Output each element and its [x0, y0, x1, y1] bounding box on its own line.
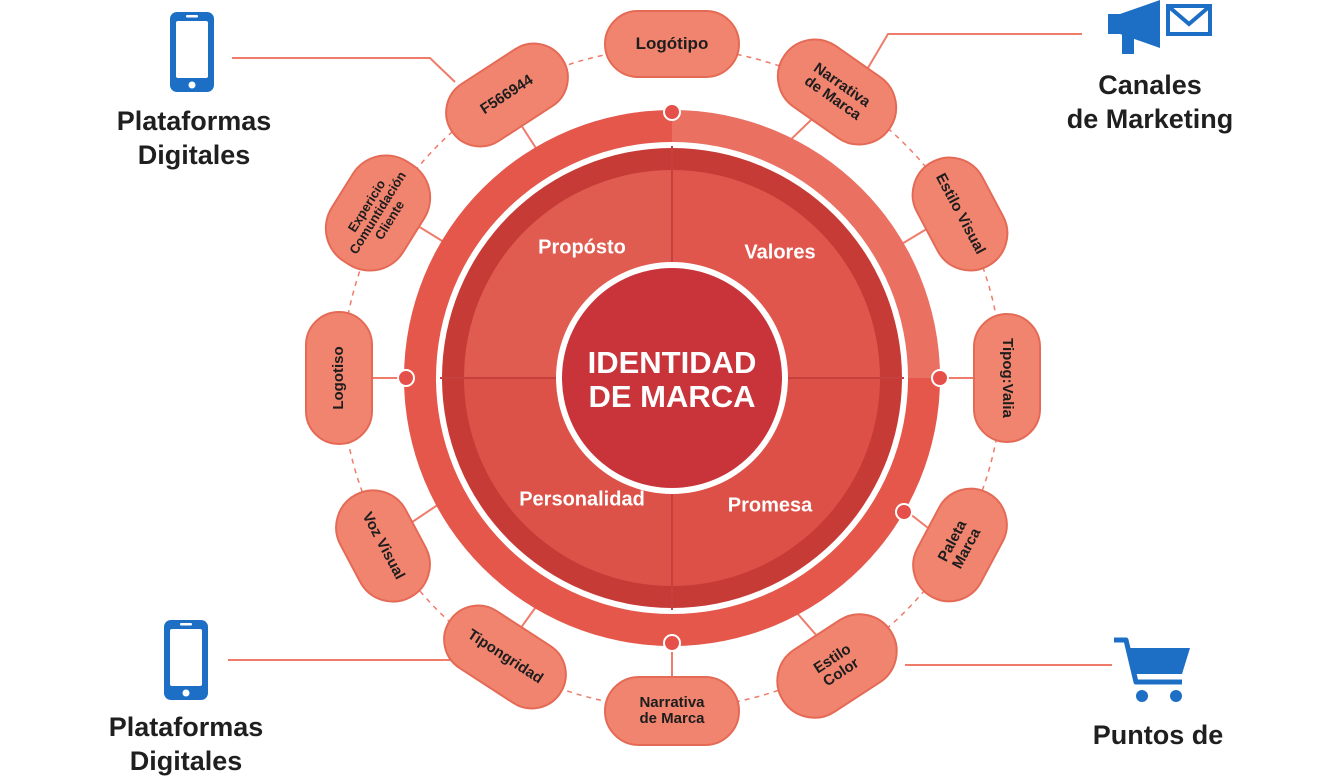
- corner-label-puntos: Puntos de: [1092, 720, 1224, 750]
- megaphone-icon: [1108, 0, 1212, 54]
- smartphone-icon: [170, 12, 214, 92]
- pill-narrativa-bottom: Narrativa de Marca: [604, 676, 740, 746]
- shopping-cart-icon: [1114, 637, 1190, 702]
- corner-label-plataformas-bottom: Plataformas Digitales: [108, 712, 264, 776]
- center-circle: [562, 268, 782, 488]
- quadrant-label-proposito: Propósto: [538, 236, 626, 259]
- corner-label-canales: Canales de Marketing: [1066, 70, 1234, 134]
- quadrant-label-personalidad: Personalidad: [519, 488, 645, 511]
- pill-logotiso-left: Logotiso: [305, 311, 373, 445]
- smartphone-icon-bottom: [164, 620, 208, 700]
- quadrant-label-valores: Valores: [744, 241, 816, 264]
- quadrant-label-promesa: Promesa: [727, 494, 813, 517]
- corner-label-plataformas-top: Plataformas Digitales: [116, 106, 272, 170]
- brand-identity-diagram: [228, 33, 1112, 709]
- pill-logotipo-top: Logótipo: [604, 10, 740, 78]
- center-title: IDENTIDAD DE MARCA: [587, 345, 757, 414]
- pill-tipografia-right: Tipog:Valia: [973, 313, 1041, 443]
- orbit-dots: [397, 103, 949, 652]
